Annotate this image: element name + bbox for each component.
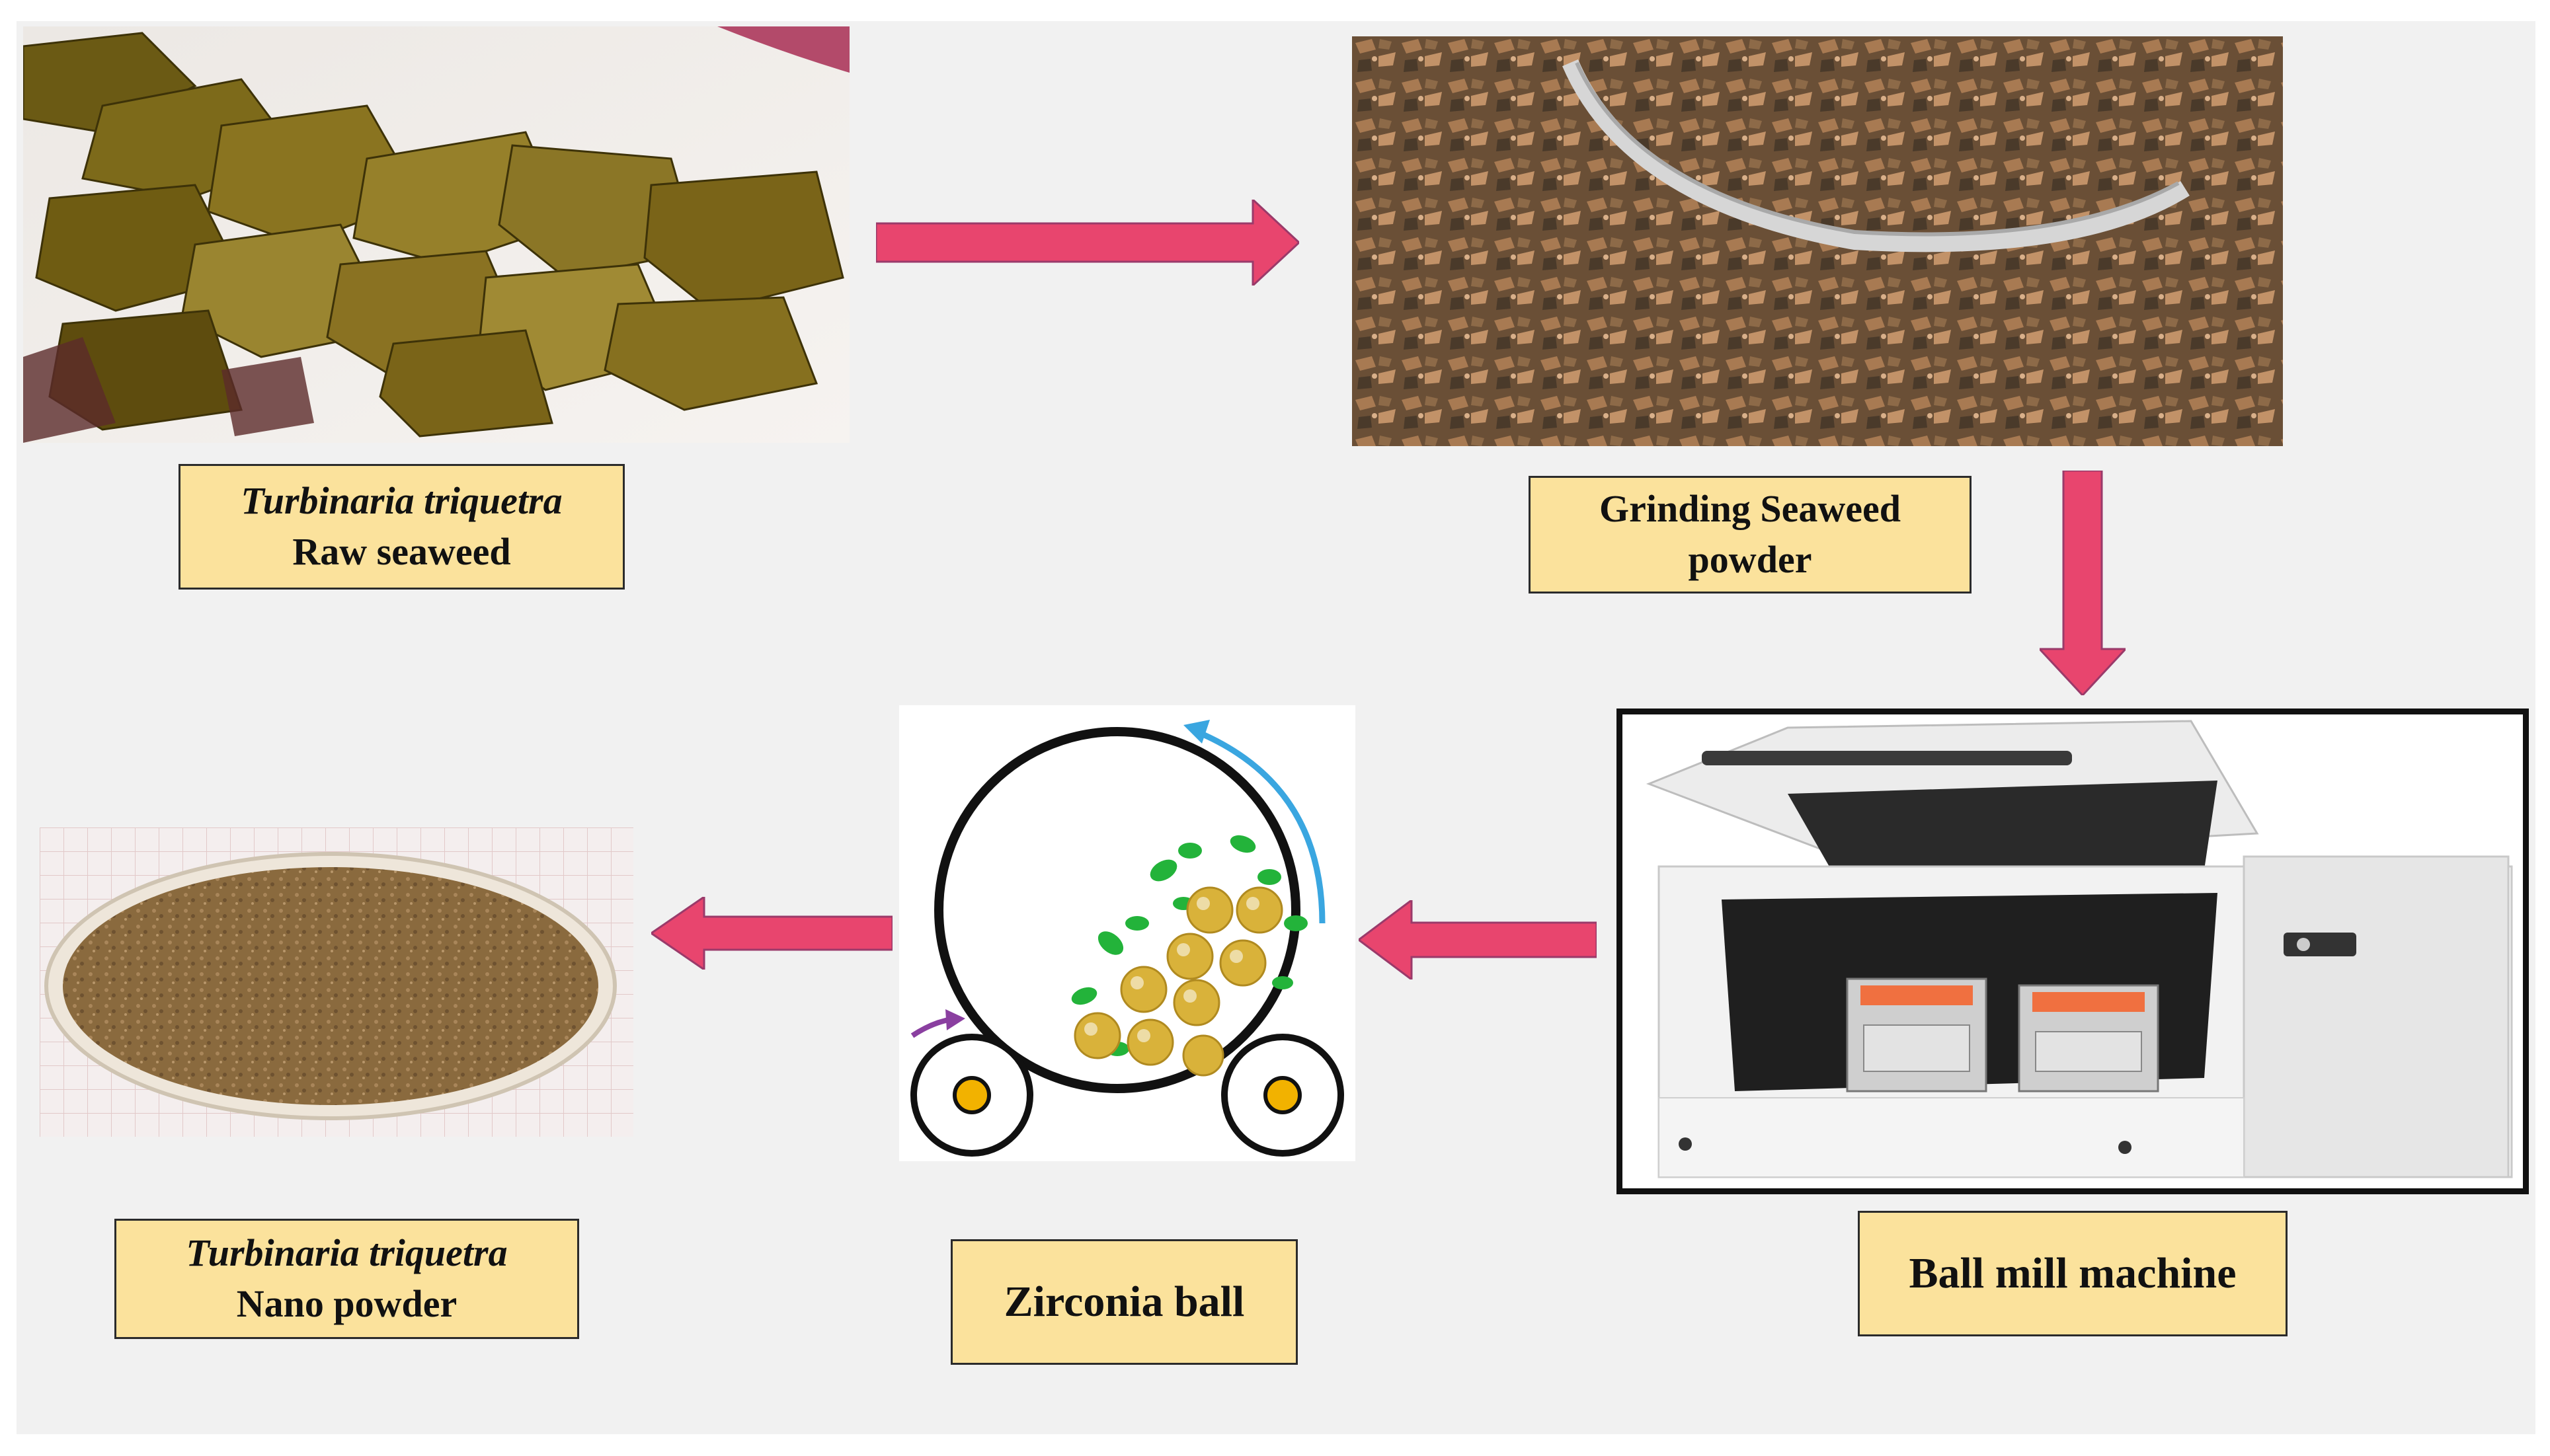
- nano-powder-species: Turbinaria triquetra: [186, 1231, 508, 1275]
- zirconia-label: Zirconia ball: [951, 1239, 1298, 1365]
- nano-powder-caption: Nano powder: [236, 1282, 458, 1325]
- grinding-caption-line1: Grinding Seaweed: [1599, 487, 1901, 531]
- raw-seaweed-image: [23, 26, 850, 443]
- arrow-left-1: [1359, 900, 1597, 979]
- raw-seaweed-label: Turbinaria triquetra Raw seaweed: [179, 464, 625, 590]
- grinding-seaweed-image: [1352, 36, 2283, 446]
- arrow-left-2: [651, 897, 893, 970]
- nano-powder-label: Turbinaria triquetra Nano powder: [114, 1219, 579, 1339]
- arrow-right: [876, 200, 1299, 286]
- right-roller: [1221, 1034, 1344, 1157]
- arrow-down: [2040, 471, 2126, 695]
- left-roller: [910, 1034, 1033, 1157]
- rotation-arrow-icon: [1195, 728, 1326, 924]
- grinding-label: Grinding Seaweed powder: [1529, 476, 1972, 594]
- ball-mill-caption: Ball mill machine: [1909, 1249, 2237, 1298]
- grinding-caption-line2: powder: [1688, 538, 1812, 581]
- ball-mill-label: Ball mill machine: [1858, 1211, 2288, 1336]
- ball-mill-machine-image: [1616, 709, 2529, 1194]
- diagram-canvas: Turbinaria triquetra Raw seaweed Grindin…: [17, 21, 2535, 1434]
- raw-seaweed-species: Turbinaria triquetra: [241, 479, 563, 523]
- zirconia-caption: Zirconia ball: [1004, 1278, 1245, 1326]
- raw-seaweed-caption: Raw seaweed: [292, 530, 511, 573]
- zirconia-ball-schematic: [899, 705, 1355, 1161]
- nano-powder-image: [40, 827, 633, 1137]
